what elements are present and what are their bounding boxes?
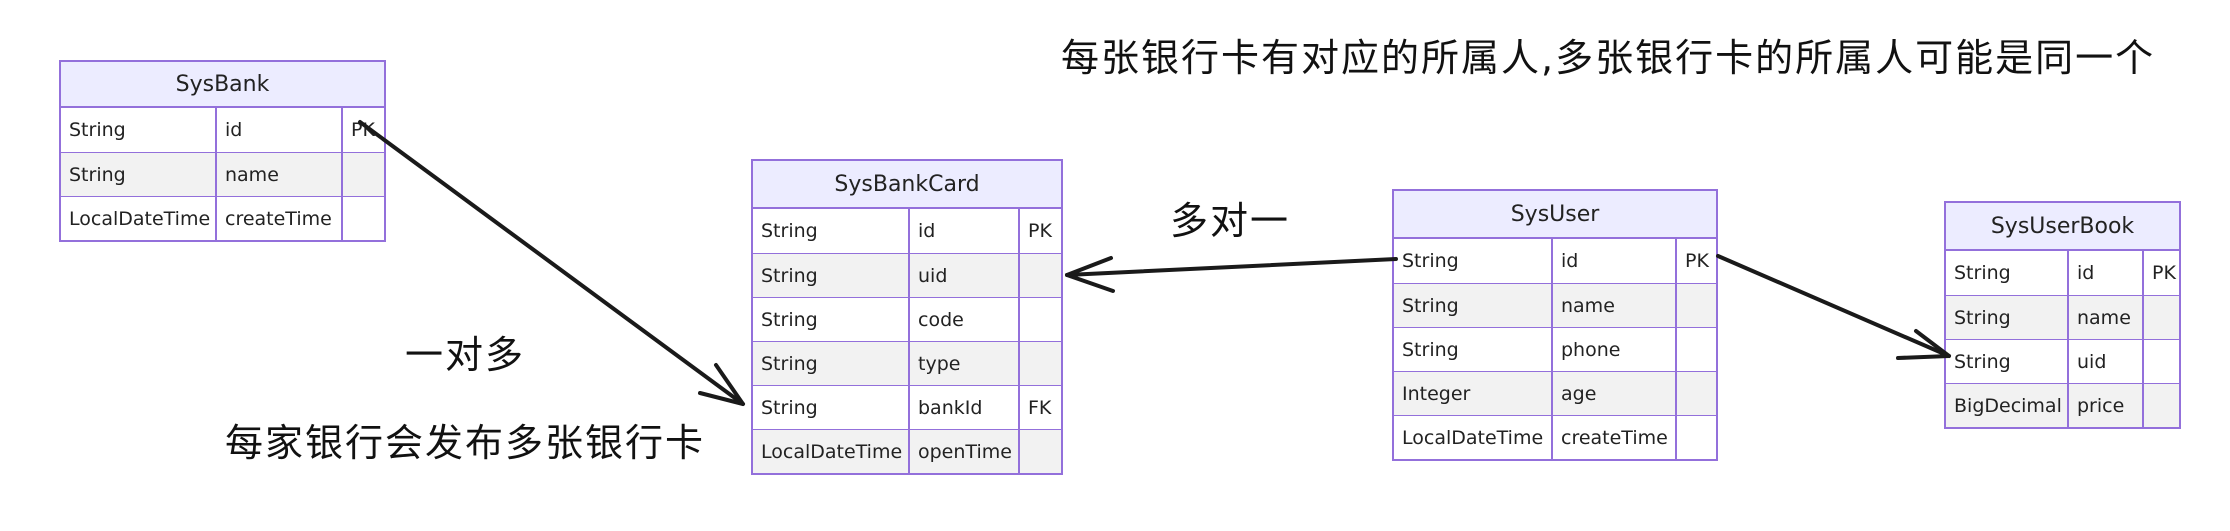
attr-name: openTime: [908, 430, 1018, 473]
attr-type: String: [1402, 338, 1459, 361]
attr-type: BigDecimal: [1954, 394, 2062, 417]
attribute-row: String uid: [1946, 339, 2179, 383]
attr-key: PK: [1018, 209, 1061, 253]
attr-type: String: [1954, 306, 2011, 329]
attr-name: code: [908, 298, 1018, 341]
attr-name: phone: [1551, 328, 1675, 371]
attr-type: String: [761, 396, 818, 419]
edge-line: [1716, 254, 1951, 358]
edge-user-to-book: [1716, 254, 1951, 360]
attr-type: LocalDateTime: [69, 207, 211, 230]
attr-name: age: [1551, 372, 1675, 415]
attr-name: name: [2067, 296, 2142, 339]
attribute-row: String code: [753, 297, 1061, 341]
attr-key: [341, 153, 384, 196]
attr-type: String: [1402, 250, 1459, 272]
note-top: 每张银行卡有对应的所属人,多张银行卡的所属人可能是同一个: [1061, 36, 2156, 80]
attr-type: String: [1402, 294, 1459, 317]
attr-name: name: [215, 153, 341, 196]
note-many-to-one: 多对一: [1170, 199, 1291, 243]
attr-key: PK: [1675, 239, 1716, 283]
entity-title: SysBank: [61, 62, 384, 108]
attr-key: [341, 197, 384, 240]
arrowhead-icon: [1896, 329, 1951, 360]
attr-type: String: [1954, 262, 2011, 284]
attribute-row: LocalDateTime createTime: [1394, 415, 1716, 459]
attr-key: [1018, 342, 1061, 385]
attr-name: id: [215, 108, 341, 152]
attr-key: FK: [1018, 386, 1061, 429]
attr-name: id: [1551, 239, 1675, 283]
edge-line: [358, 120, 745, 406]
attr-name: price: [2067, 384, 2142, 427]
attr-type: String: [761, 220, 818, 242]
attr-type: String: [69, 119, 126, 141]
attribute-row: Integer age: [1394, 371, 1716, 415]
attr-type: LocalDateTime: [761, 440, 903, 463]
attribute-row: String name: [61, 152, 384, 196]
note-one-to-many: 一对多: [405, 333, 526, 377]
entity-title: SysUser: [1394, 191, 1716, 239]
attr-key: [2142, 296, 2179, 339]
attr-type: String: [1954, 350, 2011, 373]
arrowhead-icon: [698, 363, 745, 406]
attribute-row: String phone: [1394, 327, 1716, 371]
attr-key: [1018, 298, 1061, 341]
attr-type: String: [761, 352, 818, 375]
attr-name: id: [2067, 251, 2142, 295]
edge-user-to-card: [1065, 256, 1398, 293]
edge-bank-to-card: [358, 120, 745, 406]
attr-key: [1675, 416, 1716, 459]
attr-name: type: [908, 342, 1018, 385]
attr-key: [1018, 430, 1061, 473]
attr-name: bankId: [908, 386, 1018, 429]
attr-key: PK: [341, 108, 384, 152]
attr-key: PK: [2142, 251, 2179, 295]
arrowhead-icon: [1065, 256, 1115, 293]
entity-title: SysUserBook: [1946, 203, 2179, 251]
attr-key: [2142, 384, 2179, 427]
attr-type: LocalDateTime: [1402, 426, 1544, 449]
attr-name: createTime: [215, 197, 341, 240]
attr-name: uid: [2067, 340, 2142, 383]
attr-type: Integer: [1402, 382, 1471, 405]
entity-title: SysBankCard: [753, 161, 1061, 209]
attr-name: name: [1551, 284, 1675, 327]
attr-name: createTime: [1551, 416, 1675, 459]
attribute-row: String name: [1946, 295, 2179, 339]
attr-key: [2142, 340, 2179, 383]
note-bank: 每家银行会发布多张银行卡: [225, 421, 706, 465]
attr-key: [1675, 284, 1716, 327]
attribute-row: String uid: [753, 253, 1061, 297]
attribute-row: String type: [753, 341, 1061, 385]
attr-key: [1018, 254, 1061, 297]
attr-name: id: [908, 209, 1018, 253]
attr-name: uid: [908, 254, 1018, 297]
attr-type: String: [761, 264, 818, 287]
attribute-row: String name: [1394, 283, 1716, 327]
attr-type: String: [69, 163, 126, 186]
attr-type: String: [761, 308, 818, 331]
edge-line: [1065, 257, 1398, 277]
attr-key: [1675, 372, 1716, 415]
attr-key: [1675, 328, 1716, 371]
